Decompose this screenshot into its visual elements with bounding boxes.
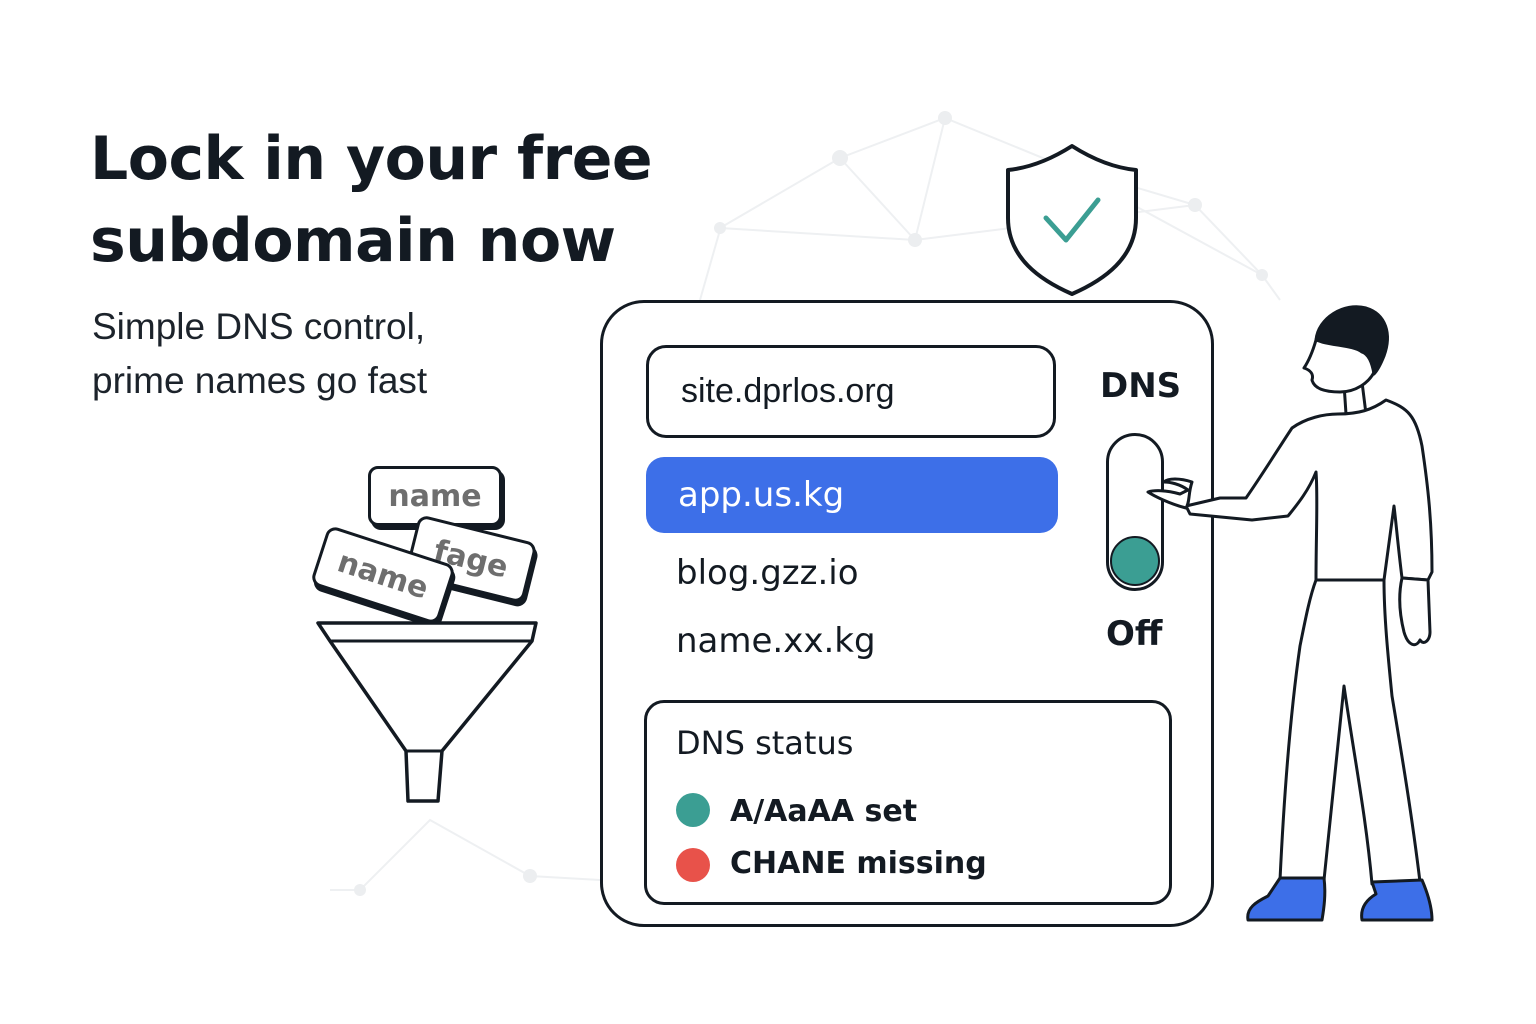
hero-subline-line2: prime names go fast — [92, 360, 428, 401]
domain-option-selected[interactable]: app.us.kg — [646, 457, 1058, 533]
domain-option[interactable]: blog.gzz.io — [676, 553, 859, 593]
domain-option[interactable]: name.xx.kg — [676, 621, 876, 661]
hero-headline-line2: subdomain now — [90, 206, 616, 276]
status-missing-dot — [676, 848, 710, 882]
status-ok-dot — [676, 793, 710, 827]
dns-toggle-state: Off — [1106, 614, 1163, 654]
person-illustration — [1146, 305, 1434, 922]
funnel-icon — [316, 621, 538, 803]
subdomain-search-input[interactable] — [646, 345, 1056, 438]
status-missing-label: CHANE missing — [730, 846, 987, 881]
hero-subline-line1: Simple DNS control, — [92, 306, 426, 347]
hero-subline: Simple DNS control, prime names go fast — [92, 300, 427, 408]
hero-headline-line1: Lock in your free — [90, 124, 653, 194]
status-ok-label: A/AaAA set — [730, 794, 918, 829]
name-chip-top: name — [368, 466, 502, 526]
dns-toggle-label: DNS — [1100, 366, 1182, 406]
dns-toggle-knob[interactable] — [1110, 536, 1160, 586]
shield-check-icon — [1000, 144, 1138, 305]
dns-status-card — [644, 700, 1172, 905]
dns-status-title: DNS status — [676, 724, 854, 762]
hero-headline: Lock in your free subdomain now — [90, 118, 653, 282]
